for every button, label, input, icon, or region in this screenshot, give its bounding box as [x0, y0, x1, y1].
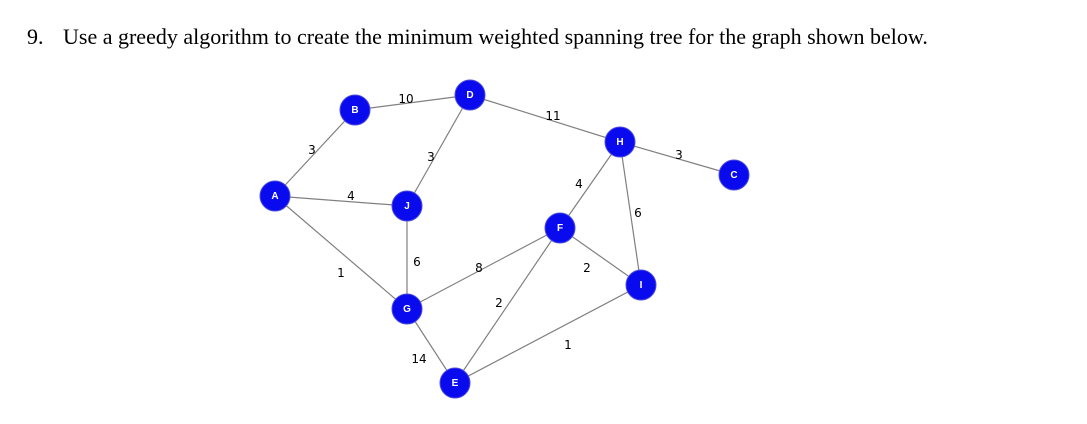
- weight-a-j: 4: [347, 189, 355, 203]
- node-label-i: I: [640, 280, 643, 291]
- node-label-e: E: [452, 378, 459, 389]
- weight-h-c: 3: [675, 148, 683, 162]
- node-label-c: C: [730, 170, 737, 181]
- node-label-b: B: [351, 105, 358, 116]
- node-g: G: [391, 293, 423, 325]
- weight-j-g: 6: [413, 255, 421, 269]
- edge-d-j: [406, 94, 471, 207]
- edge-h-i: [619, 141, 642, 286]
- nodes-layer: A B D H C J F G I E: [259, 79, 750, 399]
- node-circle-i: [625, 269, 657, 301]
- weight-d-j: 3: [427, 150, 435, 164]
- weight-a-g: 1: [337, 266, 345, 280]
- node-circle-g: [391, 293, 423, 325]
- edge-h-f: [559, 141, 621, 229]
- node-label-g: G: [403, 304, 411, 315]
- edge-g-f: [406, 227, 561, 310]
- edge-b-d: [354, 94, 471, 111]
- question-text: 9. Use a greedy algorithm to create the m…: [27, 24, 928, 50]
- weight-h-f: 4: [575, 177, 583, 191]
- edge-a-b: [274, 109, 356, 197]
- question-number: 9.: [27, 24, 44, 49]
- weights-layer: 3 10 11 3 3 4 1 6 8 4 6 2 2 14 1: [308, 92, 683, 366]
- node-circle-e: [439, 367, 471, 399]
- weight-h-i: 6: [634, 206, 642, 220]
- node-label-j: J: [404, 201, 410, 212]
- node-circle-b: [339, 94, 371, 126]
- node-a: A: [259, 180, 291, 212]
- node-e: E: [439, 367, 471, 399]
- node-d: D: [454, 79, 486, 111]
- weight-a-b: 3: [308, 143, 316, 157]
- node-h: H: [604, 126, 636, 158]
- weight-g-e: 14: [411, 352, 426, 366]
- node-i: I: [625, 269, 657, 301]
- node-label-d: D: [466, 90, 473, 101]
- node-circle-c: [718, 159, 750, 191]
- edges-layer: [274, 94, 735, 384]
- node-label-f: F: [557, 223, 563, 234]
- node-c: C: [718, 159, 750, 191]
- node-label-a: A: [271, 191, 278, 202]
- node-label-h: H: [616, 137, 623, 148]
- edge-a-g: [274, 195, 408, 310]
- question-prompt: Use a greedy algorithm to create the min…: [63, 24, 928, 49]
- node-f: F: [544, 212, 576, 244]
- edge-d-h: [469, 94, 621, 143]
- edge-f-e: [454, 227, 561, 384]
- edge-a-j: [274, 195, 408, 207]
- weight-d-h: 11: [545, 109, 560, 123]
- edge-f-i: [559, 227, 642, 286]
- node-circle-h: [604, 126, 636, 158]
- weight-g-f: 8: [475, 261, 483, 275]
- weight-e-i: 1: [564, 338, 572, 352]
- node-circle-d: [454, 79, 486, 111]
- node-circle-a: [259, 180, 291, 212]
- edge-h-c: [619, 141, 735, 176]
- node-circle-j: [391, 190, 423, 222]
- node-circle-f: [544, 212, 576, 244]
- weight-f-e: 2: [495, 296, 503, 310]
- edge-e-i: [454, 284, 642, 384]
- node-j: J: [391, 190, 423, 222]
- node-b: B: [339, 94, 371, 126]
- weight-b-d: 10: [398, 92, 413, 106]
- weight-f-i: 2: [583, 261, 591, 275]
